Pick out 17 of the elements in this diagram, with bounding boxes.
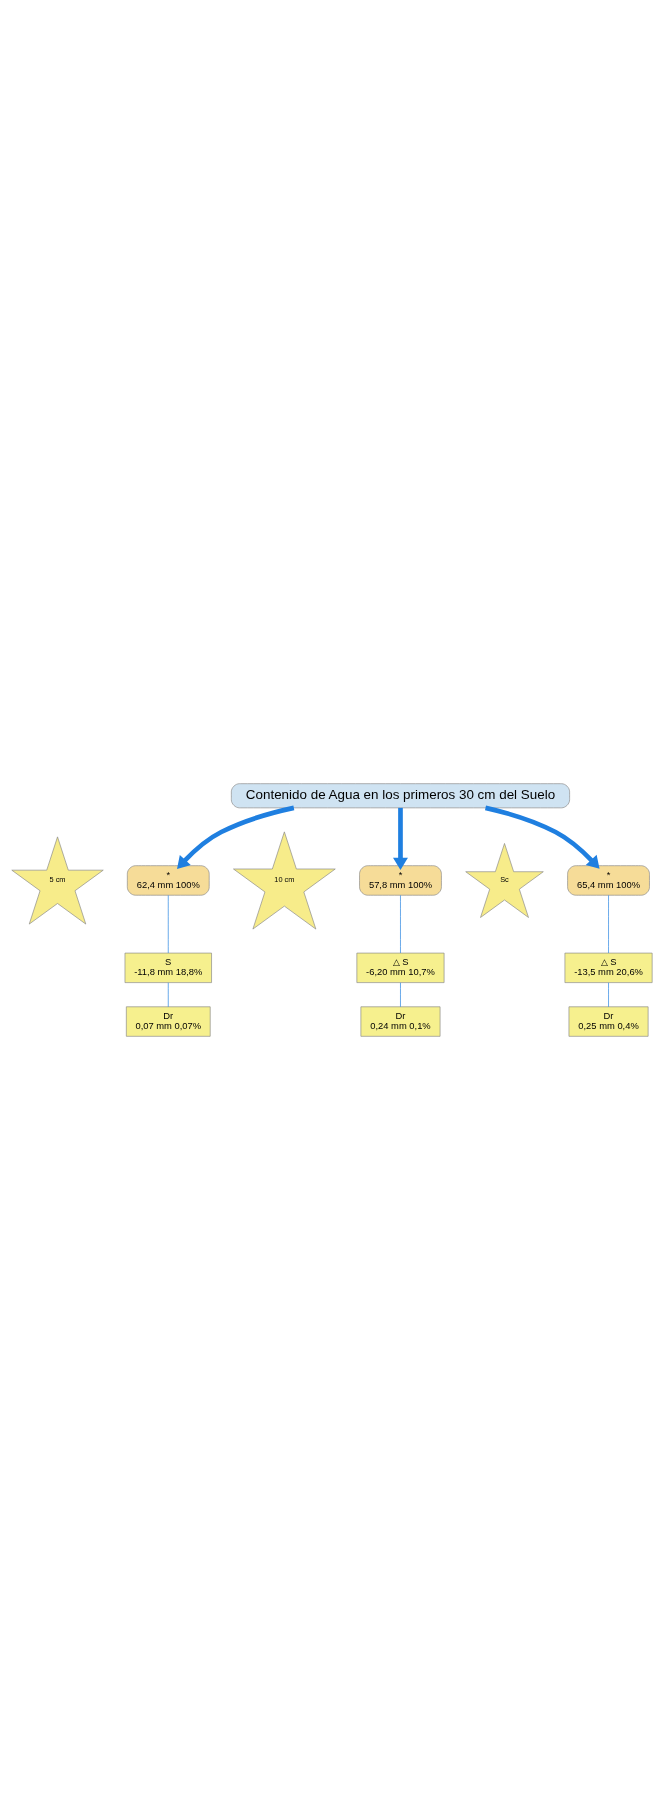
connector xyxy=(608,894,609,953)
connector xyxy=(608,982,609,1007)
connector xyxy=(400,982,401,1007)
node-box: * 65,4 mm 100% xyxy=(567,864,650,896)
arrow xyxy=(393,807,408,870)
connector xyxy=(400,894,401,953)
node-box: Dr 0,25 mm 0,4% xyxy=(568,1005,649,1037)
node-box: △ S -6,20 mm 10,7% xyxy=(356,952,445,983)
arrow xyxy=(484,805,600,869)
node-box: △ S -13,5 mm 20,6% xyxy=(564,952,653,983)
node-box: Dr 0,07 mm 0,07% xyxy=(125,1005,211,1037)
arrow xyxy=(177,805,295,869)
node-box: * 62,4 mm 100% xyxy=(127,864,210,896)
node-box: Dr 0,24 mm 0,1% xyxy=(360,1005,441,1037)
node-box: Contenido de Agua en los primeros 30 cm del Suelo xyxy=(231,782,570,808)
node-box: S -11,8 mm 18,8% xyxy=(124,952,212,983)
node-box: * 57,8 mm 100% xyxy=(359,864,442,896)
